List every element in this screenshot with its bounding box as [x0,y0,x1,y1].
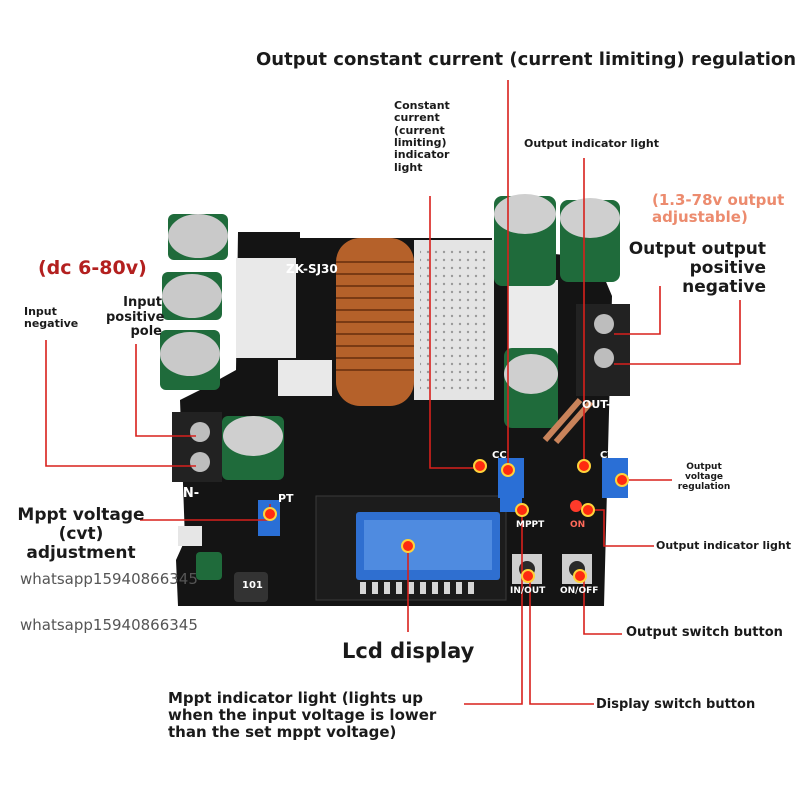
silk-cv: CV [600,450,616,461]
label-mppt-adjust: Mppt voltage (cvt) adjustment [17,505,145,564]
watermark-1: whatsapp15940866345 [20,570,198,588]
silk-model: ZK-SJ30 [286,262,338,276]
silk-plane-center [278,360,332,396]
silk-mppt: MPPT [516,520,545,530]
via-pattern [420,248,488,392]
label-input-positive: Input positive pole [106,295,165,340]
label-output-cc-regulation: Output constant current (current limitin… [256,49,797,70]
label-input-negative: Input negative [24,305,79,331]
label-output-indicator-top: Output indicator light [524,137,659,150]
label-output-switch-button: Output switch button [626,625,783,640]
output-terminal-block [576,304,630,396]
label-output-voltage-regulation: Output voltage regulation [677,462,731,493]
power-inductor-small [234,572,268,602]
copper-coil [542,398,594,444]
white-connector [178,526,202,546]
output-capacitors [494,194,620,428]
silk-in-out: IN/OUT [510,586,546,596]
toroid-inductor [336,238,414,406]
silk-inductor-marking: 101 [242,580,263,591]
silk-cc: CC [492,450,507,461]
label-cc-indicator-light: Constant current (current limiting) indi… [394,99,450,174]
label-output-indicator-bottom: Output indicator light [656,539,791,552]
on-led [570,500,582,512]
silk-on: ON [570,520,586,530]
silk-on-off: ON/OFF [560,586,599,596]
silk-in-minus: IN- [178,486,200,501]
silk-pt: PT [278,492,294,505]
input-capacitors [160,214,284,480]
silk-out-minus: OUT- [582,398,611,411]
label-input-range: (dc 6-80v) [38,257,147,279]
input-terminal-block [172,412,222,482]
lcd-pins [360,582,474,594]
label-output-terminals: Output output positive negative [628,239,766,298]
lcd-inner [364,520,492,570]
label-display-switch-button: Display switch button [596,697,756,712]
label-mppt-indicator: Mppt indicator light (lights up when the… [168,689,437,741]
callout-dots [263,459,629,583]
label-output-range: (1.3-78v output adjustable) [652,191,785,226]
small-capacitor [196,552,222,580]
silk-plane-left [236,258,296,358]
label-lcd-display: Lcd display [342,639,475,663]
watermark-2: whatsapp15940866345 [20,616,198,634]
